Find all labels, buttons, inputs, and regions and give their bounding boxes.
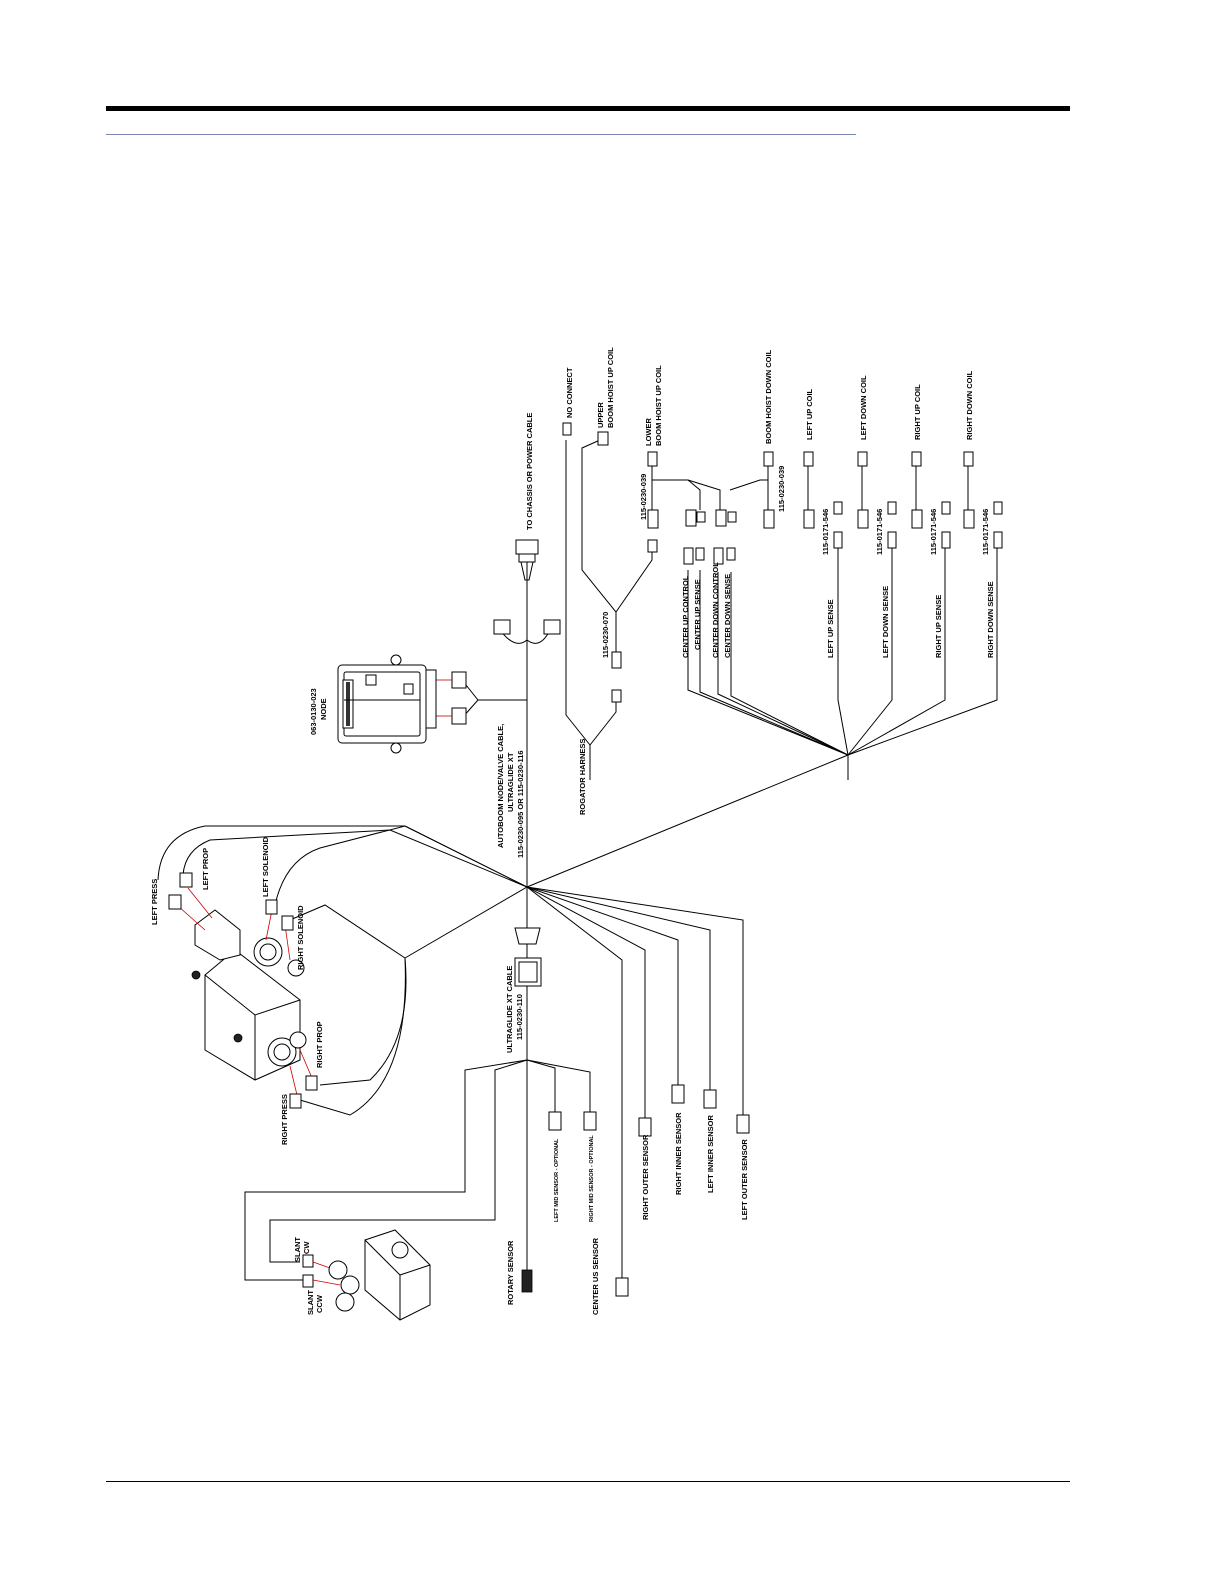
- label-pn-039-a: 115-0230-039: [639, 474, 648, 520]
- label-left-down-sense: LEFT DOWN SENSE: [881, 586, 890, 658]
- boom-down-plug: [763, 451, 774, 467]
- label-slant-cw-2: CW: [302, 1241, 311, 1254]
- label-ultraglide-1: ULTRAGLIDE XT CABLE: [505, 966, 514, 1053]
- label-autoboom-3: 115-0230-095 OR 115-0230-116: [516, 750, 525, 858]
- slant-ccw-plug: [302, 1274, 314, 1288]
- label-pn-546-d: 115-0171-546: [981, 509, 990, 555]
- label-slant-ccw-1: SLANT: [306, 1290, 315, 1315]
- label-lower: LOWER: [644, 418, 653, 446]
- label-right-outer-sensor: RIGHT OUTER SENSOR: [641, 1134, 650, 1220]
- label-pn-546-c: 115-0171-546: [929, 509, 938, 555]
- top-connectors: [436, 422, 1003, 725]
- label-rogator-harness: ROGATOR HARNESS: [578, 739, 587, 815]
- label-slant-ccw-2: CCW: [315, 1294, 324, 1313]
- label-right-up-coil: RIGHT UP COIL: [913, 384, 922, 440]
- label-center-down-sense: CENTER DOWN SENSE: [723, 574, 732, 658]
- label-autoboom-2: ULTRAGLIDE XT: [506, 752, 515, 812]
- label-pn-546-b: 115-0171-546: [875, 509, 884, 555]
- sensor-connectors: [521, 1084, 750, 1297]
- rotary-sensor-plug: [521, 1269, 533, 1293]
- label-node-pn: 063-0130-023: [309, 688, 318, 735]
- label-right-press: RIGHT PRESS: [280, 1094, 289, 1145]
- label-center-up-control: CENTER UP CONTROL: [681, 575, 690, 658]
- label-slant-cw-1: SLANT: [293, 1237, 302, 1262]
- label-left-press: LEFT PRESS: [150, 879, 159, 925]
- left-press-plug: [168, 894, 182, 910]
- label-upper: UPPER: [596, 402, 605, 428]
- label-center-down-control: CENTER DOWN CONTROL: [711, 562, 720, 658]
- label-pn-070: 115-0230-070: [601, 612, 610, 658]
- label-left-outer-sensor: LEFT OUTER SENSOR: [740, 1139, 749, 1220]
- diagram-labels: NO CONNECT UPPER BOOM HOIST UP COIL LOWE…: [150, 347, 995, 1315]
- label-right-down-coil: RIGHT DOWN COIL: [965, 370, 974, 440]
- label-left-up-coil: LEFT UP COIL: [805, 388, 814, 440]
- footer-rule: [106, 1481, 1070, 1482]
- label-upper-boom-hoist-up-coil: BOOM HOIST UP COIL: [606, 347, 615, 428]
- label-to-chassis: TO CHASSIS OR POWER CABLE: [525, 413, 534, 530]
- left-inner-sensor-plug: [703, 1089, 717, 1109]
- slant-valve-block: [302, 1229, 431, 1321]
- main-wiring: [157, 439, 998, 1281]
- label-pn-546-a: 115-0171-546: [821, 509, 830, 555]
- right-outer-sensor-plug: [638, 1117, 652, 1137]
- left-up-coil-plug: [803, 451, 814, 467]
- label-center-up-sense: CENTER UP SENSE: [693, 579, 702, 650]
- left-prop-plug: [179, 872, 193, 888]
- label-autoboom-1: AUTOBOOM NODE/VALVE CABLE,: [496, 724, 505, 848]
- label-lower-boom-hoist-up-coil: BOOM HOIST UP COIL: [654, 365, 663, 446]
- right-down-coil-plug: [963, 451, 974, 467]
- header-link-rule: [106, 134, 856, 135]
- label-left-up-sense: LEFT UP SENSE: [826, 599, 835, 658]
- header-rule: [106, 106, 1070, 111]
- label-left-inner-sensor: LEFT INNER SENSOR: [706, 1114, 715, 1193]
- left-outer-sensor-plug: [736, 1114, 750, 1134]
- label-right-solenoid: RIGHT SOLENOID: [296, 905, 305, 970]
- label-right-down-sense: RIGHT DOWN SENSE: [986, 581, 995, 658]
- right-inner-sensor-plug: [671, 1084, 685, 1104]
- no-connect-plug: [562, 422, 572, 436]
- right-prop-plug: [305, 1075, 318, 1091]
- right-press-plug: [289, 1093, 302, 1109]
- left-down-coil-plug: [857, 451, 868, 467]
- label-left-mid-sensor: LEFT MID SENSOR - OPTIONAL: [554, 1138, 560, 1222]
- label-right-mid-sensor: RIGHT MID SENSOR - OPTIONAL: [589, 1135, 595, 1222]
- label-rotary-sensor: ROTARY SENSOR: [506, 1240, 515, 1305]
- right-up-coil-plug: [911, 451, 922, 467]
- label-ultraglide-2: 115-0230-110: [515, 994, 524, 1040]
- label-node: NODE: [319, 698, 328, 720]
- center-us-sensor-plug: [615, 1277, 629, 1297]
- right-mid-sensor-plug: [583, 1111, 597, 1131]
- right-solenoid-plug: [281, 915, 294, 931]
- label-boom-hoist-down-coil: BOOM HOIST DOWN COIL: [764, 349, 773, 444]
- label-left-solenoid: LEFT SOLENOID: [261, 836, 270, 897]
- ultraglide-connector: [514, 927, 542, 987]
- label-left-prop: LEFT PROP: [201, 848, 210, 890]
- left-mid-sensor-plug: [548, 1111, 562, 1131]
- left-solenoid-plug: [265, 899, 278, 915]
- label-right-up-sense: RIGHT UP SENSE: [934, 595, 943, 658]
- lower-boom-plug: [647, 451, 658, 467]
- upper-boom-plug: [597, 431, 609, 446]
- label-left-down-coil: LEFT DOWN COIL: [859, 375, 868, 440]
- slant-cw-plug: [302, 1254, 314, 1268]
- autoboom-node: [337, 654, 437, 754]
- label-pn-039-b: 115-0230-039: [777, 466, 786, 512]
- label-no-connect: NO CONNECT: [565, 367, 574, 418]
- label-center-us-sensor: CENTER US SENSOR: [591, 1237, 600, 1315]
- boom-valve-block: [168, 872, 318, 1109]
- label-right-inner-sensor: RIGHT INNER SENSOR: [674, 1112, 683, 1195]
- label-right-prop: RIGHT PROP: [315, 1021, 324, 1068]
